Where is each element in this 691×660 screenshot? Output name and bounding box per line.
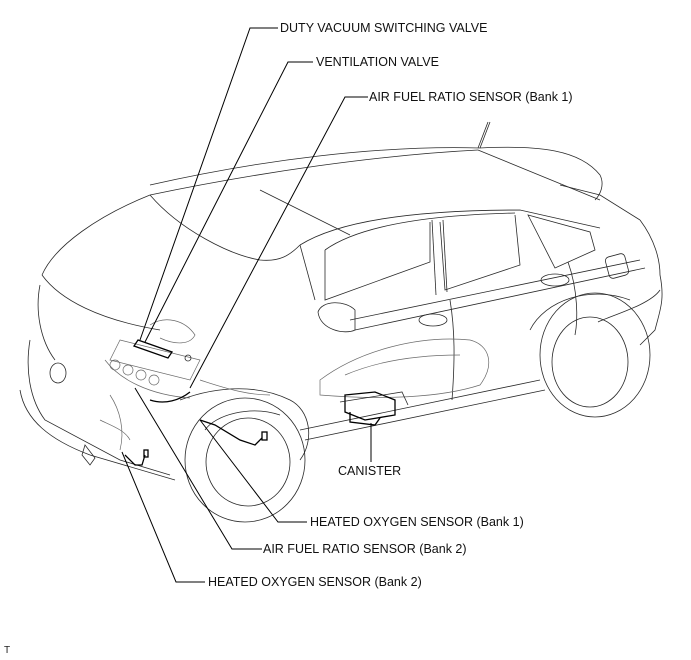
label-heated-oxygen-sensor-bank2: HEATED OXYGEN SENSOR (Bank 2): [208, 575, 422, 589]
label-text: DUTY VACUUM SWITCHING VALVE: [280, 21, 488, 35]
label-bank: (Bank 2): [419, 542, 467, 556]
label-bank: (Bank 1): [525, 90, 573, 104]
leader-ventilation-valve: [144, 61, 313, 343]
leader-lines: [121, 27, 372, 583]
footer-mark: T: [4, 645, 11, 656]
label-heated-oxygen-sensor-bank1: HEATED OXYGEN SENSOR (Bank 1): [310, 515, 524, 529]
label-air-fuel-ratio-sensor-bank2: AIR FUEL RATIO SENSOR (Bank 2): [263, 542, 467, 556]
label-text: AIR FUEL RATIO SENSOR: [369, 90, 522, 104]
leader-heated-oxygen-sensor-bank1: [199, 419, 307, 523]
label-ventilation-valve: VENTILATION VALVE: [316, 55, 439, 69]
label-text: HEATED OXYGEN SENSOR: [208, 575, 371, 589]
label-duty-vacuum-switching-valve: DUTY VACUUM SWITCHING VALVE: [280, 21, 487, 35]
label-text: VENTILATION VALVE: [316, 55, 439, 69]
label-text: HEATED OXYGEN SENSOR: [310, 515, 473, 529]
vehicle-illustration: [19, 121, 663, 523]
label-air-fuel-ratio-sensor-bank1: AIR FUEL RATIO SENSOR (Bank 1): [369, 90, 573, 104]
label-text: CANISTER: [338, 464, 402, 478]
label-canister: CANISTER: [338, 464, 401, 478]
label-text: AIR FUEL RATIO SENSOR: [263, 542, 416, 556]
label-bank: (Bank 2): [374, 575, 422, 589]
label-bank: (Bank 1): [476, 515, 524, 529]
leader-air-fuel-ratio-sensor-bank2: [134, 387, 262, 550]
leader-air-fuel-ratio-sensor-bank1: [189, 96, 368, 389]
leader-duty-vacuum-switching-valve: [139, 27, 278, 341]
leader-heated-oxygen-sensor-bank2: [121, 451, 205, 583]
